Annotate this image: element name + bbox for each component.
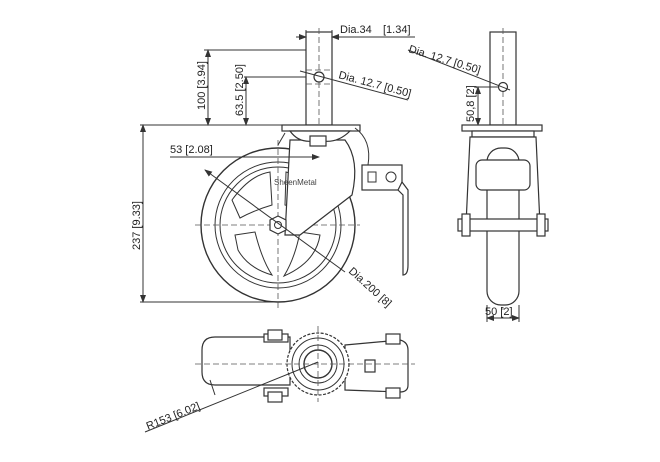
side-pin-height-label: 50,8 [2] (465, 85, 477, 122)
stem-diameter-label: Dia.34 (340, 24, 372, 36)
top-view: R153 [6.02] (145, 326, 415, 433)
wheel-width-label: 50 [2] (485, 306, 513, 318)
stem-height-label: 100 [3.94] (196, 61, 208, 110)
side-view: Dia. 12.7 [0.50] 50,8 [2] 50 [2] (407, 28, 549, 322)
side-pin-diameter-label: Dia. 12.7 [0.50] (407, 43, 482, 76)
top-plate (281, 124, 361, 132)
pin-diameter-label: Dia. 12.7 [0.50] (337, 69, 412, 100)
stem-diameter-inch-label: [1.34] (383, 24, 411, 36)
brake-bracket (361, 164, 403, 191)
wheel-diameter-label: Dia.200 [8] (346, 265, 394, 310)
top-wheel (201, 336, 291, 386)
overall-height-label: 237 [9.33] (131, 201, 143, 250)
brake-lever (397, 180, 409, 276)
top-bracket (344, 339, 409, 393)
side-top-plate (461, 124, 543, 132)
brand-text: SheenMetal (274, 178, 317, 187)
fork (284, 139, 356, 236)
offset-label: 53 [2.08] (170, 144, 213, 156)
front-view: Dia.34 [1.34] Dia. 12.7 [0.50] 100 [3.94… (131, 24, 415, 310)
pin-height-label: 63.5 [2.50] (234, 64, 246, 116)
swivel-radius-label: R153 [6.02] (145, 400, 202, 432)
